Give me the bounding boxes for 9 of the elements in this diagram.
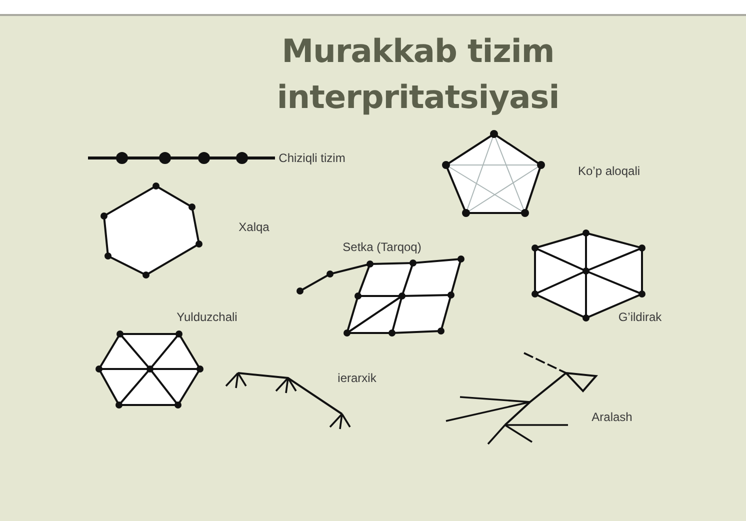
topology-label: G’ildirak: [618, 310, 662, 324]
topology-label: Xalqa: [238, 220, 270, 234]
topology-label: Aralash: [592, 410, 632, 424]
topology-label: ierarxik: [338, 371, 376, 385]
topology-label: Setka (Tarqoq): [342, 240, 422, 254]
topology-label: Ko’p aloqali: [578, 164, 640, 178]
slide-title: Murakkab tizim interpritatsiyasi: [276, 31, 560, 118]
topology-label: Yulduzchali: [176, 310, 238, 324]
topology-label: Chiziqli tizim: [278, 151, 346, 165]
